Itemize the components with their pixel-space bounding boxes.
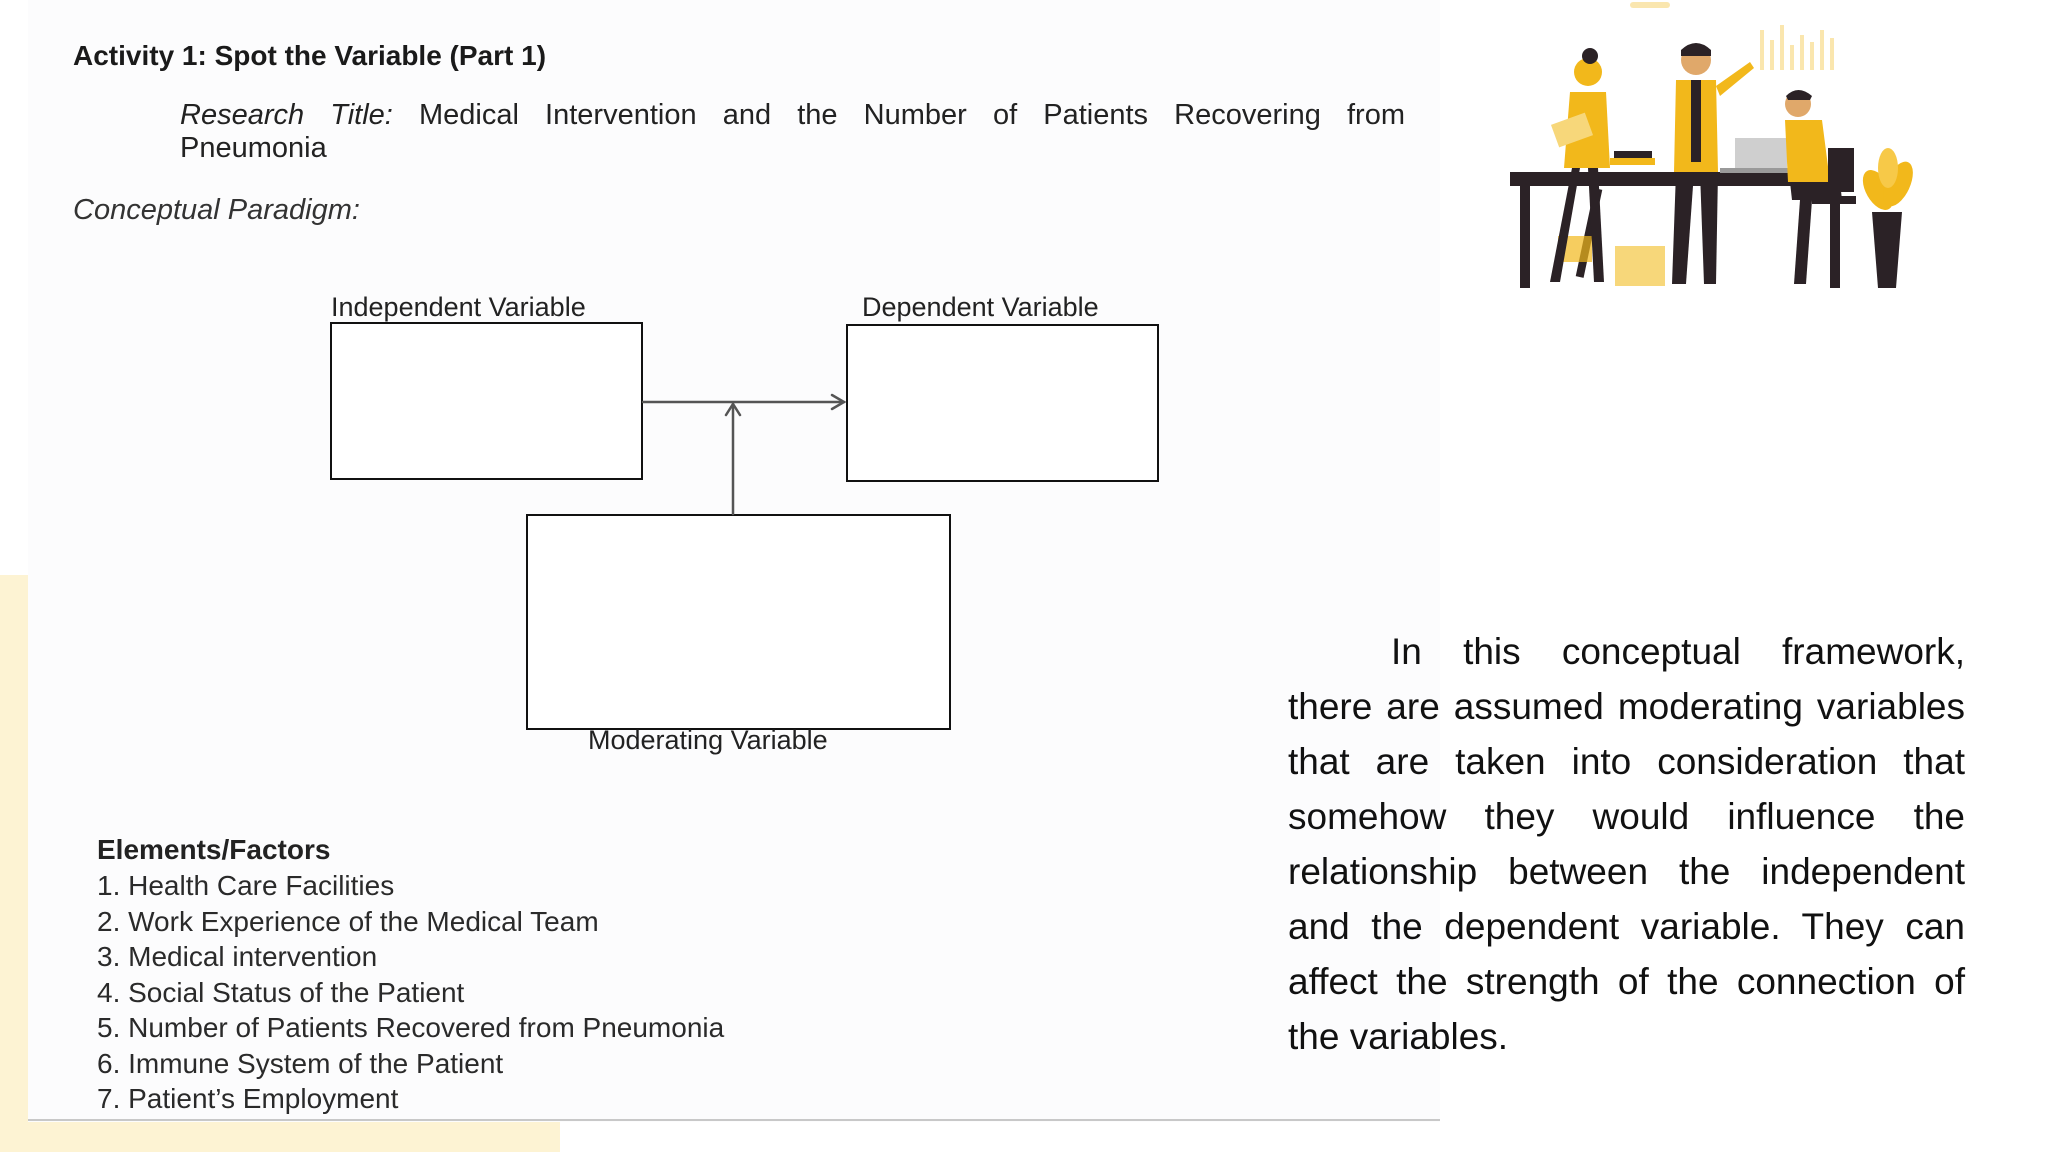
explanation-paragraph: In this conceptual framework, there are … <box>1288 631 1965 1057</box>
arrowhead-right-icon <box>830 393 847 411</box>
team-working-illustration-icon <box>1510 2 1913 288</box>
decorative-band-left <box>0 575 30 1152</box>
activity-title: Activity 1: Spot the Variable (Part 1) <box>73 40 547 71</box>
list-item: 4. Social Status of the Patient <box>97 976 465 1008</box>
decorative-band-bottom <box>0 1118 560 1152</box>
moderating-variable-box[interactable] <box>526 514 951 730</box>
independent-variable-box[interactable] <box>330 322 643 480</box>
research-title: Research Title: Medical Intervention and… <box>180 100 1405 131</box>
elements-list: 1. Health Care Facilities 2. Work Experi… <box>97 868 724 1117</box>
list-item: 2. Work Experience of the Medical Team <box>97 905 599 937</box>
research-title-continued: Pneumonia <box>180 132 327 164</box>
elements-heading: Elements/Factors <box>97 834 331 865</box>
dependent-variable-box[interactable] <box>846 324 1159 482</box>
moderating-variable-label: Moderating Variable <box>588 725 828 755</box>
research-title-label: Research Title: <box>180 99 393 131</box>
independent-variable-label: Independent Variable <box>331 292 586 322</box>
list-item: 6. Immune System of the Patient <box>97 1047 504 1079</box>
conceptual-paradigm-label: Conceptual Paradigm: <box>73 194 360 226</box>
list-item: 7. Patient’s Employment <box>97 1083 399 1114</box>
list-item: 5. Number of Patients Recovered from Pne… <box>97 1012 725 1043</box>
dependent-variable-label: Dependent Variable <box>862 292 1099 322</box>
list-item: 1. Health Care Facilities <box>97 870 395 901</box>
worksheet-divider <box>28 1119 1440 1121</box>
research-title-text: Medical Intervention and the Number of P… <box>418 99 1405 131</box>
list-item: 3. Medical intervention <box>97 941 378 972</box>
arrowhead-up-icon <box>724 401 742 417</box>
